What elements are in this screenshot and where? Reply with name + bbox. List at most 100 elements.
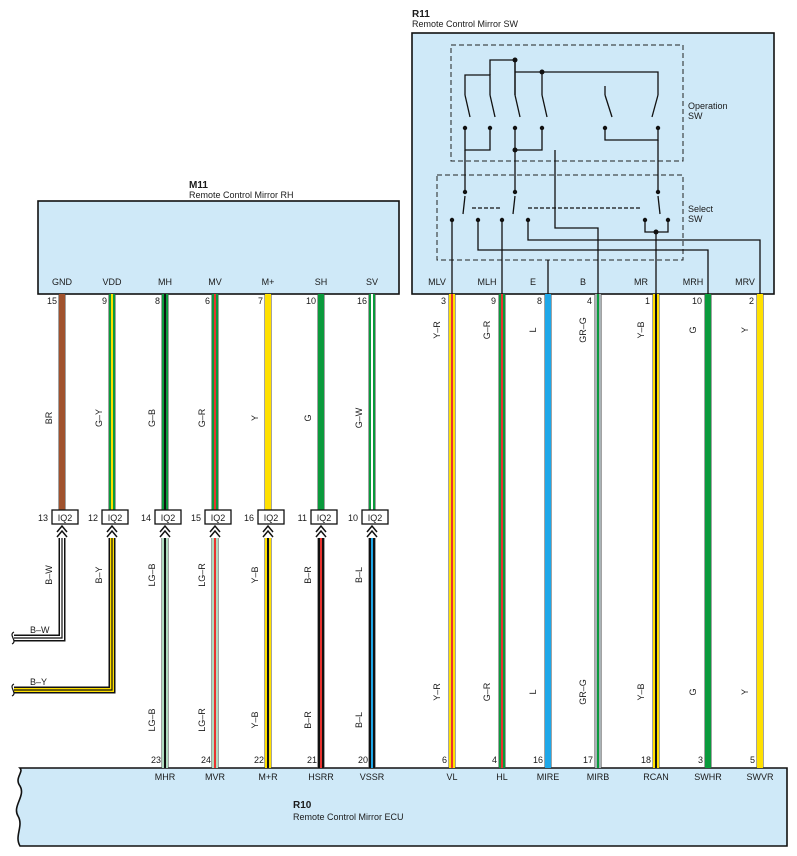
r11-pin-name-mlv: MLV: [428, 277, 446, 287]
external-wire-b-w-outline: [14, 538, 66, 642]
r11-wire-label-top-mlh: G–R: [482, 320, 492, 339]
m11-component: M11 Remote Control Mirror RH: [37, 180, 400, 295]
ecu-pin-mh: 23: [151, 755, 161, 765]
m11-code: M11: [189, 180, 208, 191]
iq2-pin-mh: 14: [141, 513, 151, 523]
iq2-pin-vdd: 12: [88, 513, 98, 523]
r11-pin-mrh: 10: [692, 296, 702, 306]
iq2-pin-sh: 11: [298, 513, 307, 523]
external-wire-b-w-break: [11, 631, 15, 645]
m11-pin-mh: 8: [155, 296, 160, 306]
r11-pin-mlv: 3: [441, 296, 446, 306]
iq2-connector-sv: [361, 509, 389, 525]
ecu-pin-name-mlh: HL: [496, 772, 508, 782]
lower-wire-bot-label-mplus: Y–B: [250, 711, 260, 728]
iq2-pin-sv: 10: [348, 513, 358, 523]
ecu-pin-mrh: 3: [698, 755, 703, 765]
ecu-pin-e: 16: [533, 755, 543, 765]
iq2-connector-mh: [154, 509, 182, 525]
r11-wire-label-bot-b: GR–G: [578, 679, 588, 705]
select-sw-frame: [436, 174, 684, 261]
ecu-pin-name-sh: HSRR: [308, 772, 334, 782]
r11-name: Remote Control Mirror SW: [412, 19, 519, 29]
m11-pin-gnd: 15: [47, 296, 57, 306]
r11-pin-name-mrv: MRV: [735, 277, 755, 287]
ecu-pin-mlh: 4: [492, 755, 497, 765]
m11-pin-mplus: 7: [258, 296, 263, 306]
m11-pin-vdd: 9: [102, 296, 107, 306]
connector-arrow-mh: [159, 524, 171, 538]
iq2-label-gnd: IQ2: [58, 513, 73, 523]
switch-mechanism: [449, 57, 761, 294]
lower-wire-label-mplus: Y–B: [250, 566, 260, 583]
connector-arrow-sh: [315, 524, 327, 538]
r11-pin-name-mrh: MRH: [683, 277, 704, 287]
select-sw-label-2: SW: [688, 214, 703, 224]
r10-component: R10 Remote Control Mirror ECU: [15, 767, 788, 847]
r11-wire-label-bot-e: L: [528, 689, 538, 694]
connector-arrow-vdd: [106, 524, 118, 538]
m11-wire-label-gnd: BR: [44, 411, 54, 424]
ecu-pin-b: 17: [583, 755, 593, 765]
m11-pin-name-mplus: M+: [262, 277, 275, 287]
m11-wires: GND15BRIQ213B–WVDD9G–YIQ212B–YMH8G–BIQ21…: [38, 277, 389, 782]
operation-sw-label-2: SW: [688, 111, 703, 121]
m11-wire-label-sh: G: [303, 414, 313, 421]
iq2-label-mv: IQ2: [211, 513, 226, 523]
ecu-pin-name-mplus: M+R: [258, 772, 278, 782]
m11-pin-name-mv: MV: [208, 277, 222, 287]
m11-pin-name-mh: MH: [158, 277, 172, 287]
r11-pin-b: 4: [587, 296, 592, 306]
m11-pin-mv: 6: [205, 296, 210, 306]
iq2-label-mplus: IQ2: [264, 513, 279, 523]
r11-pin-e: 8: [537, 296, 542, 306]
ecu-pin-name-mh: MHR: [155, 772, 176, 782]
r11-pin-mr: 1: [645, 296, 650, 306]
ecu-pin-name-b: MIRB: [587, 772, 610, 782]
lower-wire-label-mv: LG–R: [197, 563, 207, 587]
r11-pin-name-mr: MR: [634, 277, 648, 287]
iq2-connector-mv: [204, 509, 232, 525]
external-wire-b-y-stripe: [14, 538, 113, 691]
iq2-connector-gnd: [51, 509, 79, 525]
r10-name: Remote Control Mirror ECU: [293, 812, 404, 822]
ecu-pin-name-mrh: SWHR: [694, 772, 722, 782]
ecu-pin-name-mlv: VL: [446, 772, 457, 782]
connector-arrow-gnd: [56, 524, 68, 538]
lower-wire-label-gnd: B–W: [44, 565, 54, 585]
r11-wire-label-top-mr: Y–B: [636, 321, 646, 338]
m11-pin-name-sv: SV: [366, 277, 378, 287]
r10-code: R10: [293, 800, 312, 811]
r11-pin-name-b: B: [580, 277, 586, 287]
connector-arrow-sv: [366, 524, 378, 538]
ecu-pin-sv: 20: [358, 755, 368, 765]
iq2-pin-mplus: 16: [244, 513, 254, 523]
external-wires: B–W B–Y: [11, 538, 116, 697]
iq2-pin-gnd: 13: [38, 513, 48, 523]
m11-wire-label-mplus: Y: [250, 415, 260, 421]
connector-arrow-mv: [209, 524, 221, 538]
external-label-b-y: B–Y: [30, 677, 47, 687]
r11-component: R11 Remote Control Mirror SW Operation S…: [411, 9, 775, 295]
r11-pin-mrv: 2: [749, 296, 754, 306]
ecu-pin-name-mrv: SWVR: [747, 772, 775, 782]
m11-wire-label-vdd: G–Y: [94, 409, 104, 427]
operation-sw-label-1: Operation: [688, 101, 728, 111]
iq2-label-vdd: IQ2: [108, 513, 123, 523]
select-switches: [449, 189, 761, 294]
lower-wire-bot-label-sv: B–L: [354, 712, 364, 728]
m11-name: Remote Control Mirror RH: [189, 190, 294, 200]
ecu-pin-name-sv: VSSR: [360, 772, 385, 782]
ecu-pin-mr: 18: [641, 755, 651, 765]
iq2-label-sv: IQ2: [368, 513, 383, 523]
r11-wire-label-bot-mrh: G: [688, 688, 698, 695]
ecu-pin-mv: 24: [201, 755, 211, 765]
r11-wire-label-bot-mrv: Y: [740, 689, 750, 695]
iq2-connector-mplus: [257, 509, 285, 525]
m11-pin-sv: 16: [357, 296, 367, 306]
r11-wires: MLV3Y–RY–R6VLMLH9G–RG–R4HLE8LL16MIREB4GR…: [428, 277, 774, 782]
iq2-pin-mv: 15: [191, 513, 201, 523]
lower-wire-label-vdd: B–Y: [94, 566, 104, 583]
select-sw-label-1: Select: [688, 204, 714, 214]
